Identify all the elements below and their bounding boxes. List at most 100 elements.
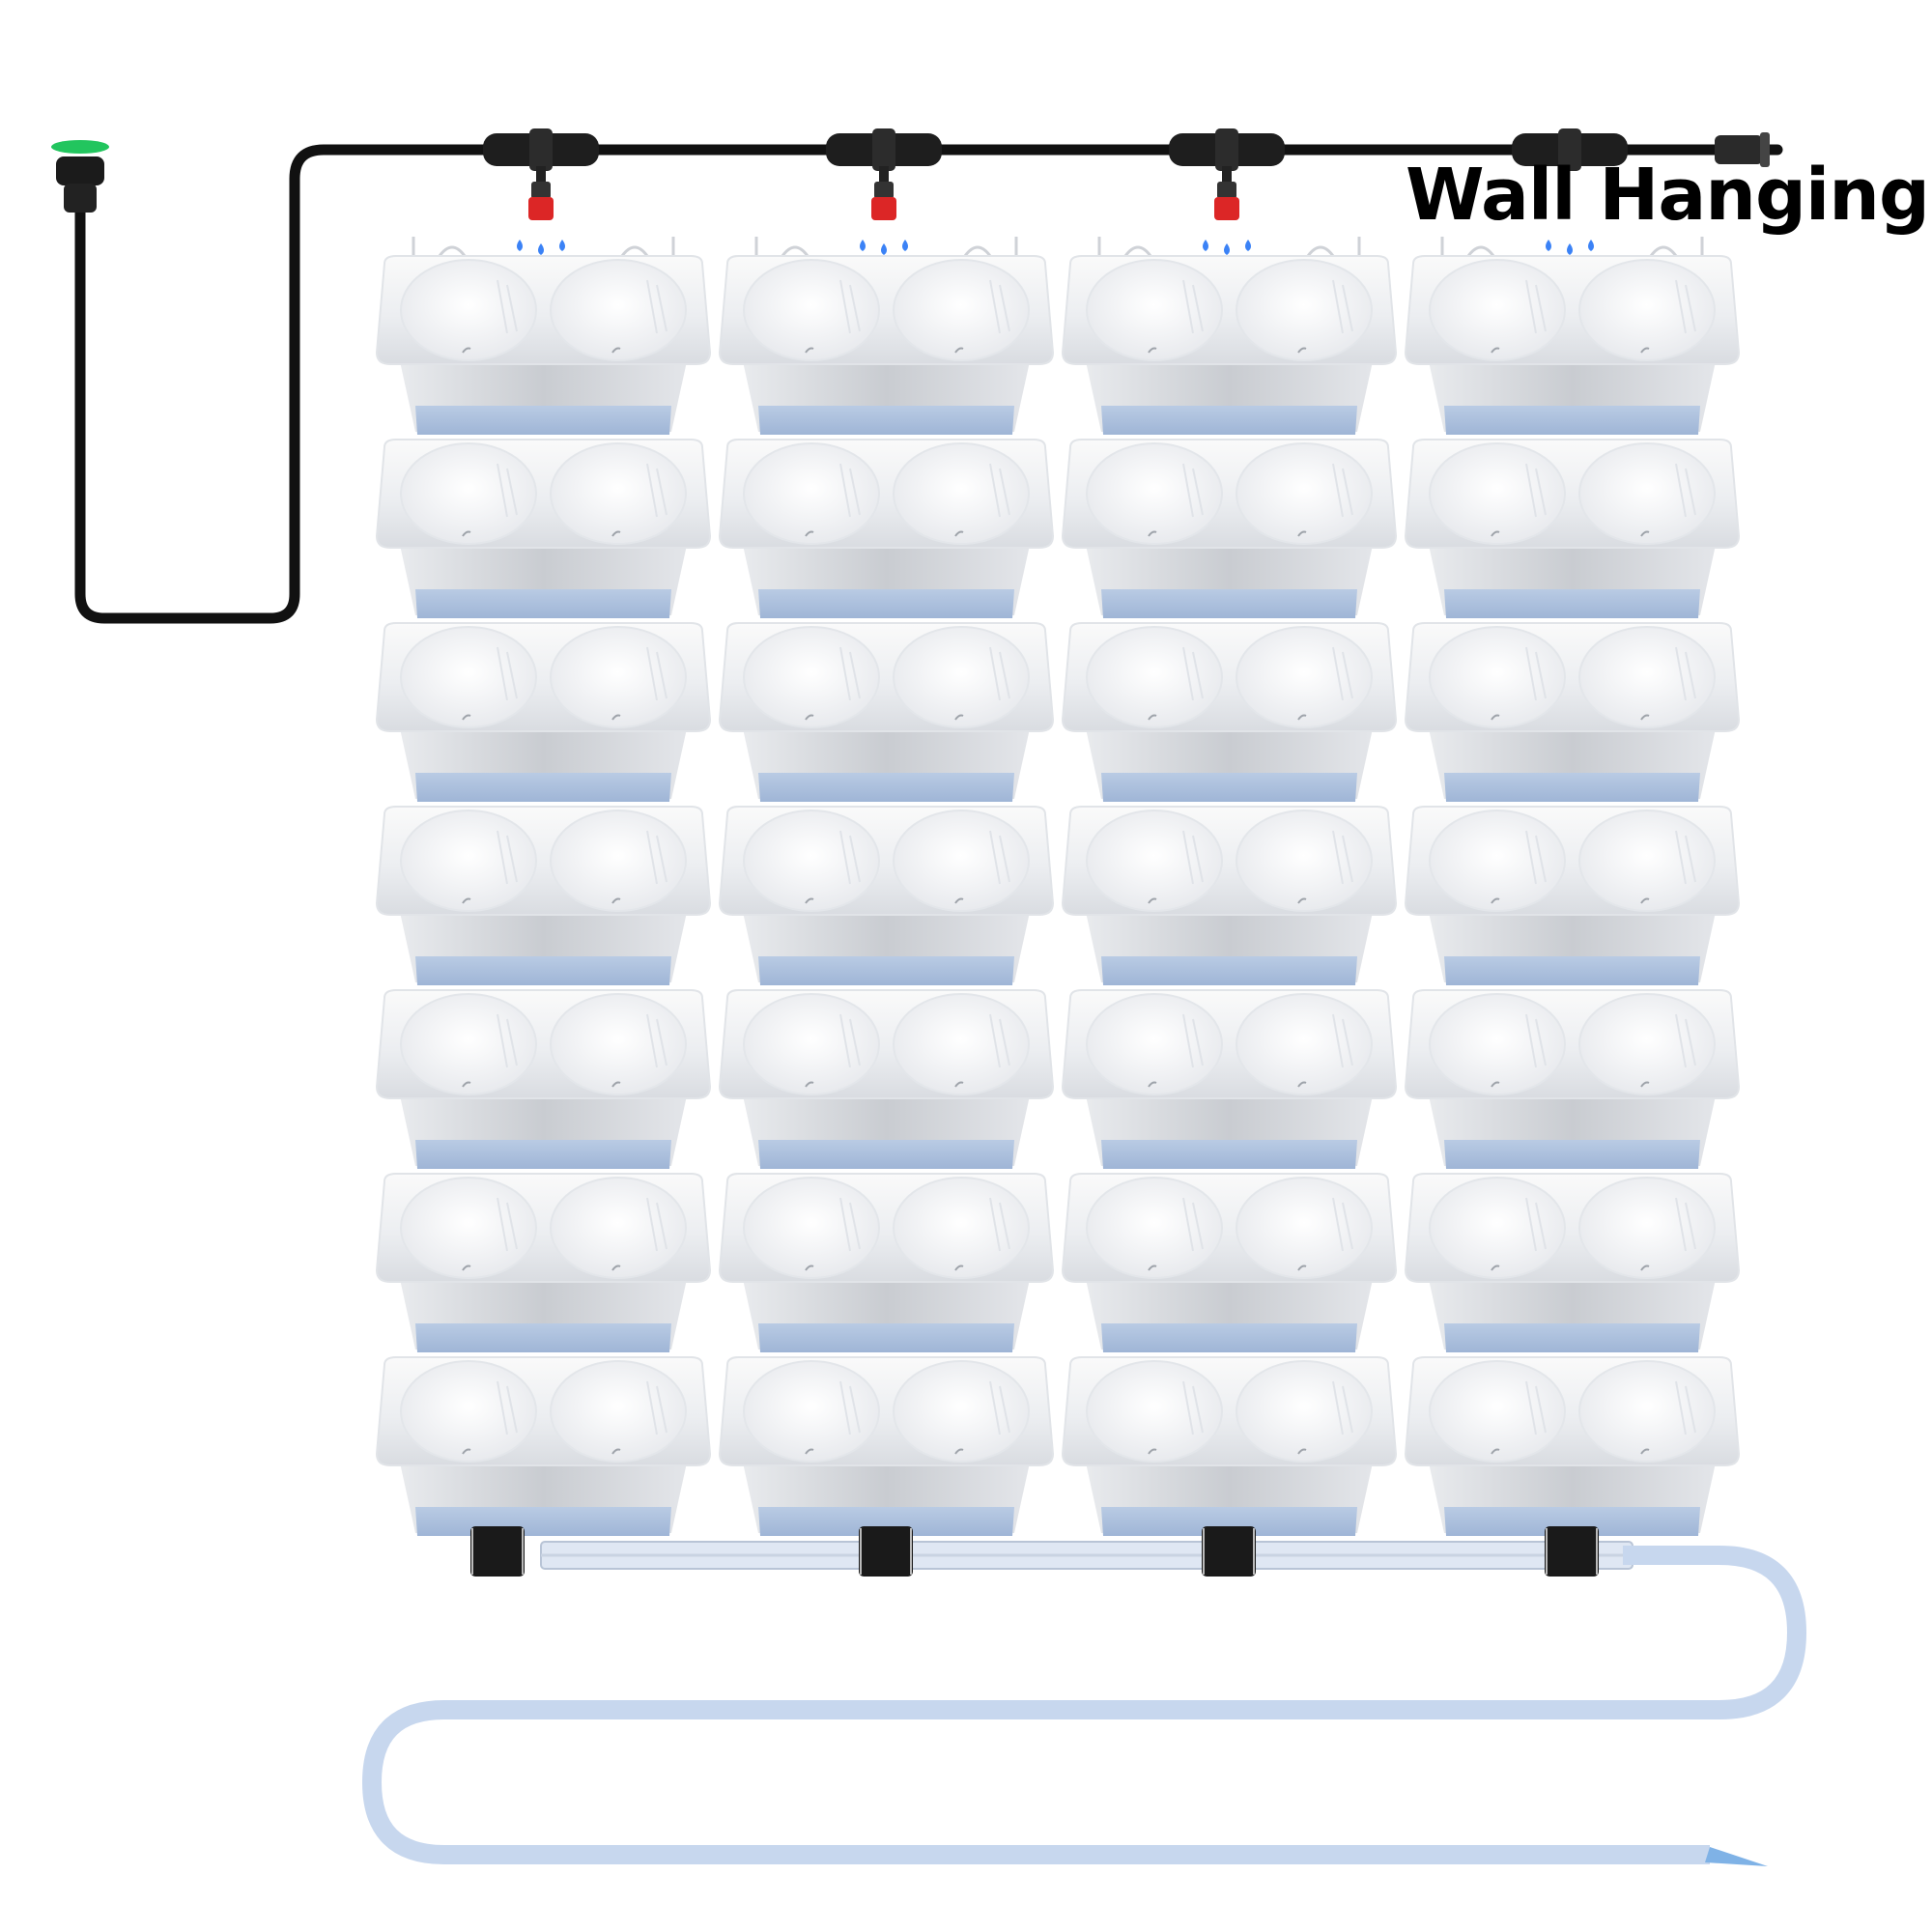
pot-cup xyxy=(1578,1177,1716,1279)
module-tray xyxy=(1101,1323,1357,1352)
pot-cup xyxy=(893,810,1030,912)
planter-module xyxy=(375,1356,712,1536)
pot-cup xyxy=(550,993,687,1095)
planter-module xyxy=(1404,806,1741,985)
planter-module xyxy=(1404,439,1741,618)
planter-module xyxy=(1061,806,1398,985)
module-tray xyxy=(415,406,671,435)
module-tray xyxy=(1101,1507,1357,1536)
module-tray xyxy=(1444,406,1700,435)
pot-cup xyxy=(550,1360,687,1463)
supply-tube xyxy=(51,128,1783,624)
drain-connector-icon xyxy=(470,1526,525,1577)
pot-cup xyxy=(893,626,1030,728)
water-drops-icon xyxy=(860,240,908,255)
pot-cup xyxy=(743,442,880,545)
planter-module xyxy=(718,439,1055,618)
drain-outlet-icon xyxy=(1705,1847,1768,1866)
pot-cup xyxy=(1429,626,1566,728)
pot-cup xyxy=(550,810,687,912)
module-tray xyxy=(1101,1140,1357,1169)
pot-cup xyxy=(1578,810,1716,912)
caption-title: Wall Hanging xyxy=(1406,154,1930,237)
planter-module xyxy=(718,806,1055,985)
tee-connector-icon xyxy=(483,128,599,171)
module-tray xyxy=(415,1140,671,1169)
module-tray xyxy=(758,1323,1014,1352)
pot-cup xyxy=(400,1360,537,1463)
module-tray xyxy=(415,773,671,802)
module-tray xyxy=(758,773,1014,802)
pot-cup xyxy=(893,1360,1030,1463)
tee-connector-icon xyxy=(826,128,942,171)
drain-assembly xyxy=(361,1526,1807,1866)
drip-emitter-icon xyxy=(1214,166,1239,220)
pot-cup xyxy=(1578,442,1716,545)
planter-module xyxy=(1404,1356,1741,1536)
planter-module xyxy=(1404,237,1741,435)
planter-module xyxy=(1061,1356,1398,1536)
pot-cup xyxy=(1578,626,1716,728)
planter-module xyxy=(718,989,1055,1169)
drip-emitter-icon xyxy=(528,166,554,220)
pot-cup xyxy=(1086,1177,1223,1279)
pot-cup xyxy=(1578,1360,1716,1463)
module-tray xyxy=(758,406,1014,435)
water-drops-icon xyxy=(517,240,565,255)
module-tray xyxy=(1444,589,1700,618)
drain-hose-icon xyxy=(361,1546,1807,1864)
drain-connector-icon xyxy=(1545,1526,1599,1577)
module-tray xyxy=(758,1140,1014,1169)
planter-module xyxy=(1061,237,1398,435)
planter-module xyxy=(375,1173,712,1352)
drain-connector-icon xyxy=(1202,1526,1256,1577)
pot-cup xyxy=(1429,1360,1566,1463)
pot-cup xyxy=(743,1360,880,1463)
pot-cup xyxy=(1086,1360,1223,1463)
planter-module xyxy=(1061,622,1398,802)
planter-module xyxy=(375,989,712,1169)
module-tray xyxy=(415,1507,671,1536)
pot-cup xyxy=(1429,993,1566,1095)
pot-cup xyxy=(1086,993,1223,1095)
pot-cup xyxy=(550,626,687,728)
pot-cup xyxy=(1236,993,1373,1095)
pot-cup xyxy=(743,1177,880,1279)
planter-module xyxy=(375,806,712,985)
water-drops-icon xyxy=(1203,240,1251,255)
module-tray xyxy=(1101,956,1357,985)
pot-cup xyxy=(743,810,880,912)
module-tray xyxy=(758,1507,1014,1536)
module-tray xyxy=(1101,589,1357,618)
planter-module xyxy=(1404,1173,1741,1352)
pot-cup xyxy=(1429,442,1566,545)
pot-cup xyxy=(743,626,880,728)
pot-cup xyxy=(1086,259,1223,361)
pot-cup xyxy=(550,442,687,545)
module-tray xyxy=(1444,1507,1700,1536)
planter-module xyxy=(375,622,712,802)
pot-cup xyxy=(400,442,537,545)
planter-module xyxy=(375,237,712,435)
tee-connector-icon xyxy=(1169,128,1285,171)
pot-cup xyxy=(400,259,537,361)
drip-emitter-icon xyxy=(871,166,896,220)
planter-module xyxy=(718,237,1055,435)
pot-cup xyxy=(550,259,687,361)
pot-cup xyxy=(743,993,880,1095)
planter-module xyxy=(375,439,712,618)
planter-module xyxy=(1061,1173,1398,1352)
pot-cup xyxy=(743,259,880,361)
drain-connector-icon xyxy=(859,1526,913,1577)
module-tray xyxy=(1444,1140,1700,1169)
module-tray xyxy=(758,589,1014,618)
planter-module xyxy=(1404,989,1741,1169)
module-tray xyxy=(1444,1323,1700,1352)
module-tray xyxy=(758,956,1014,985)
water-drops-icon xyxy=(1546,240,1594,255)
supply-tube-path xyxy=(74,144,1783,624)
module-tray xyxy=(1101,773,1357,802)
pot-cup xyxy=(893,259,1030,361)
